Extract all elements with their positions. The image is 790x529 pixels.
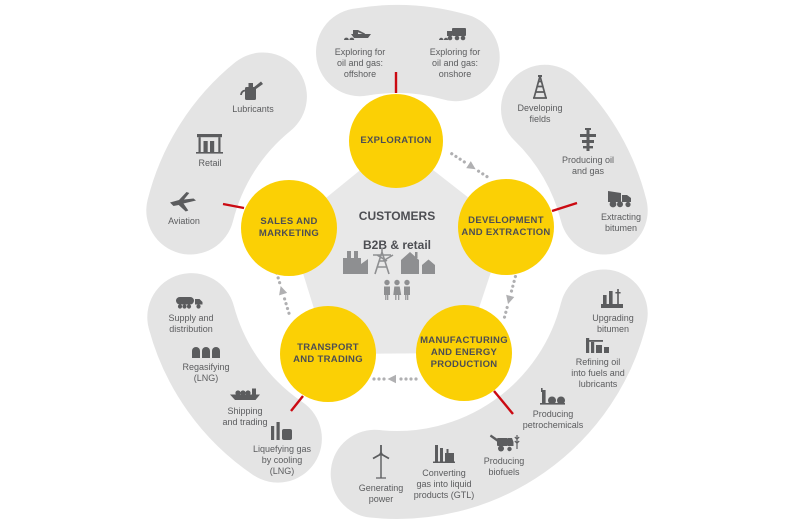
activity-label: Producing biofuels <box>483 456 525 477</box>
flow-arrow-development-to-manufacturing <box>500 273 520 320</box>
activity-label: Aviation <box>168 216 200 226</box>
houses-icon <box>401 252 435 274</box>
gtl-plant-icon <box>433 445 455 463</box>
lng-plant-icon <box>271 422 292 440</box>
seismic-truck-icon <box>439 28 466 41</box>
upgrader-plant-icon <box>601 289 623 308</box>
biofuel-harvester-icon <box>489 434 520 452</box>
activity-producing-petrochemicals: Producing petrochemicals <box>497 388 609 431</box>
activity-label: Exploring for oil and gas: onshore <box>429 47 481 79</box>
storage-tanks-icon <box>192 347 220 358</box>
oil-can-icon <box>240 81 263 100</box>
segment-label-sales-and-marketing: SALES AND MARKETING <box>258 216 320 239</box>
activity-label: Extracting bitumen <box>600 212 642 233</box>
activity-label: Exploring for oil and gas: offshore <box>334 47 386 79</box>
arc-transport-activities <box>147 273 322 483</box>
fuel-station-icon <box>196 134 223 154</box>
activity-regasifying-lng: Regasifying (LNG) <box>150 343 262 384</box>
activity-aviation: Aviation <box>128 189 240 227</box>
connector-sales <box>222 202 245 210</box>
activity-label: Generating power <box>358 483 404 504</box>
activity-label: Retail <box>198 158 222 168</box>
segment-circle-transport-and-trading <box>280 306 376 402</box>
activity-producing-oil-and-gas: Producing oil and gas <box>532 128 644 177</box>
activity-label: Lubricants <box>232 104 274 114</box>
arc-exploration-activities <box>316 4 500 102</box>
petrochemical-plant-icon <box>540 388 565 405</box>
arc-manufacturing-activities <box>330 269 648 519</box>
activity-label: Upgrading bitumen <box>592 313 634 334</box>
activity-label: Converting gas into liquid products (GTL… <box>413 468 475 500</box>
connector-manufacturing <box>493 390 514 415</box>
activity-label: Liquefying gas by cooling (LNG) <box>252 444 312 476</box>
activity-supply-and-distribution: Supply and distribution <box>135 294 247 335</box>
activity-label: Developing fields <box>517 103 563 124</box>
customers-subtitle: B2B & retail <box>362 238 432 252</box>
segment-circle-manufacturing-and-energy-production <box>416 305 512 401</box>
arc-development-activities <box>501 64 648 255</box>
factory-icon <box>343 251 368 274</box>
flow-arrow-transport-to-sales <box>272 270 294 317</box>
wellhead-icon <box>580 128 596 151</box>
connector-development <box>551 201 578 213</box>
people-icon <box>384 279 410 300</box>
drilling-derrick-icon <box>533 75 547 99</box>
segment-circle-sales-and-marketing <box>241 180 337 276</box>
segment-circle-development-and-extraction <box>458 179 554 275</box>
activity-refining-oil: Refining oil into fuels and lubricants <box>542 336 654 390</box>
activity-converting-gtl: Converting gas into liquid products (GTL… <box>388 443 500 501</box>
segment-label-manufacturing-and-energy-production: MANUFACTURING AND ENERGY PRODUCTION <box>420 335 508 370</box>
wind-turbine-icon <box>372 445 390 479</box>
activity-generating-power: Generating power <box>325 444 437 505</box>
activity-producing-biofuels: Producing biofuels <box>448 431 560 478</box>
activity-retail: Retail <box>154 133 266 169</box>
tanker-truck-icon <box>176 297 203 309</box>
activity-exploring-offshore: Exploring for oil and gas: offshore <box>304 24 416 80</box>
activity-label: Shipping and trading <box>222 406 268 427</box>
customers-pentagon <box>289 141 506 354</box>
refinery-icon <box>586 338 609 353</box>
activity-upgrading-bitumen: Upgrading bitumen <box>557 288 669 335</box>
activity-developing-fields: Developing fields <box>484 74 596 125</box>
segment-circle-exploration <box>349 94 443 188</box>
activity-label: Producing petrochemicals <box>522 409 584 430</box>
mining-truck-icon <box>608 191 631 208</box>
segment-label-transport-and-trading: TRANSPORT AND TRADING <box>293 342 363 365</box>
customers-title: CUSTOMERS B2B & retail <box>359 209 435 253</box>
flow-arrow-manufacturing-to-transport <box>372 374 418 384</box>
connector-transport <box>290 395 304 412</box>
activity-label: Supply and distribution <box>168 313 214 334</box>
activity-extracting-bitumen: Extracting bitumen <box>565 187 677 234</box>
airplane-icon <box>170 192 196 212</box>
activity-label: Refining oil into fuels and lubricants <box>571 357 625 389</box>
segment-label-exploration: EXPLORATION <box>360 135 432 146</box>
activity-lubricants: Lubricants <box>197 79 309 115</box>
power-pylon-icon <box>373 248 394 275</box>
activity-label: Regasifying (LNG) <box>182 362 230 383</box>
arc-sales-activities <box>146 52 307 255</box>
segment-label-development-and-extraction: DEVELOPMENT AND EXTRACTION <box>461 215 551 238</box>
activity-exploring-onshore: Exploring for oil and gas: onshore <box>399 24 511 80</box>
flow-arrow-exploration-to-development <box>448 149 491 182</box>
activity-liquefying-gas: Liquefying gas by cooling (LNG) <box>226 419 338 477</box>
customer-icons <box>343 248 435 300</box>
customers-title-line: CUSTOMERS <box>358 209 436 223</box>
seismic-vessel-icon <box>344 30 371 40</box>
lng-carrier-icon <box>230 388 260 400</box>
activity-shipping-and-trading: Shipping and trading <box>189 385 301 428</box>
activity-label: Producing oil and gas <box>561 155 615 176</box>
